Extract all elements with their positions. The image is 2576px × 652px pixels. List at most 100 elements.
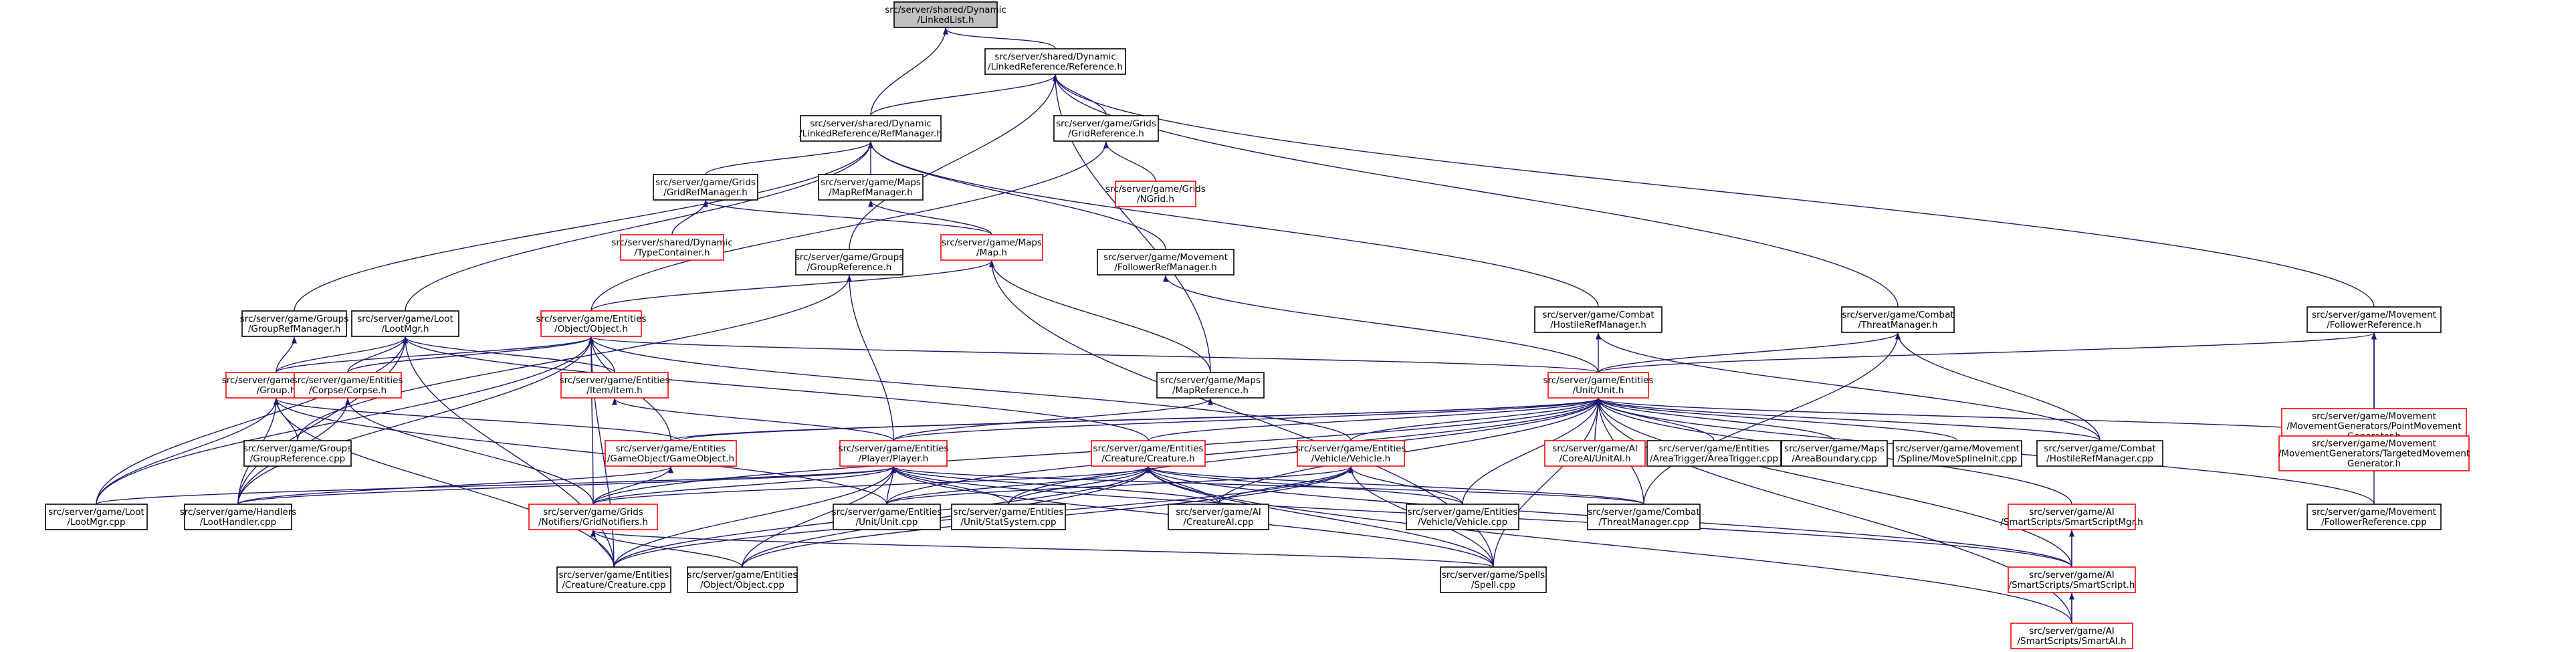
node-followerrefmgr[interactable]: src/server/game/Movement/FollowerRefMana… bbox=[1097, 249, 1235, 276]
node-smartscripth[interactable]: src/server/game/AI/SmartScripts/SmartScr… bbox=[2008, 566, 2136, 593]
node-label-lootmgrh-line-1: /LootMgr.h bbox=[381, 324, 429, 334]
node-creaturecpp[interactable]: src/server/game/Entities/Creature/Creatu… bbox=[556, 566, 671, 593]
node-label-statsystemcpp-line-1: /Unit/StatSystem.cpp bbox=[960, 517, 1056, 528]
node-label-gridrefmgr-line-1: /GridRefManager.h bbox=[663, 187, 748, 198]
node-label-objectcpp-line-1: /Object/Object.cpp bbox=[700, 580, 784, 590]
node-label-vehiclecpp-line-1: /Vehicle/Vehicle.cpp bbox=[1418, 517, 1508, 528]
node-creatureh[interactable]: src/server/game/Entities/Creature/Creatu… bbox=[1091, 440, 1206, 467]
node-box-vehiclecpp bbox=[1406, 504, 1519, 530]
node-box-hostilerefmgrcpp bbox=[2036, 440, 2163, 467]
node-areaboundarycpp[interactable]: src/server/game/Maps/AreaBoundary.cpp bbox=[1781, 440, 1888, 467]
node-movesplinecpp[interactable]: src/server/game/Movement/Spline/MoveSpli… bbox=[1893, 440, 2022, 467]
node-box-threatmgrh bbox=[1841, 306, 1955, 333]
edge-lootmgrcpp-to-objecth bbox=[96, 336, 594, 505]
node-hostilerefmgrcpp[interactable]: src/server/game/Combat/HostileRefManager… bbox=[2036, 440, 2163, 467]
node-ngrid[interactable]: src/server/game/Grids/NGrid.h bbox=[1105, 181, 1206, 207]
node-smartscriptmgrh[interactable]: src/server/game/AI/SmartScripts/SmartScr… bbox=[2000, 504, 2143, 530]
node-targetedmovgen[interactable]: src/server/game/Movement/MovementGenerat… bbox=[2278, 435, 2470, 471]
node-label-grouprefmgr-line-0: src/server/game/Groups bbox=[240, 314, 349, 324]
node-maprefmgr[interactable]: src/server/game/Maps/MapRefManager.h bbox=[818, 174, 924, 201]
node-label-objecth-line-1: /Object/Object.h bbox=[554, 324, 628, 334]
node-label-targetedmovgen-line-0: src/server/game/Movement bbox=[2312, 439, 2436, 449]
edge-objecth-to-gridref bbox=[591, 141, 1109, 312]
node-box-unitaih bbox=[1544, 440, 1646, 467]
node-objecth[interactable]: src/server/game/Entities/Object/Object.h bbox=[536, 310, 647, 337]
edge-gridnotifiersh-to-playerh bbox=[593, 466, 896, 505]
node-label-unith-line-1: /Unit/Unit.h bbox=[1573, 385, 1624, 396]
node-lootmgrh[interactable]: src/server/game/Loot/LootMgr.h bbox=[351, 310, 459, 337]
node-threatmgrh[interactable]: src/server/game/Combat/ThreatManager.h bbox=[1841, 306, 1955, 333]
node-gridrefmgr[interactable]: src/server/game/Grids/GridRefManager.h bbox=[653, 174, 758, 201]
node-playerh[interactable]: src/server/game/Entities/Player/Player.h bbox=[839, 440, 949, 467]
node-unitcpp[interactable]: src/server/game/Entities/Unit/Unit.cpp bbox=[832, 504, 942, 530]
node-hostilerefmgrh[interactable]: src/server/game/Combat/HostileRefManager… bbox=[1534, 306, 1662, 333]
node-gameobjecth[interactable]: src/server/game/Entities/GameObject/Game… bbox=[605, 440, 737, 467]
edge-targetedmovgen-to-unith bbox=[1596, 398, 2375, 437]
node-unith[interactable]: src/server/game/Entities/Unit/Unit.h bbox=[1543, 372, 1654, 399]
node-box-followerrefcpp bbox=[2306, 504, 2442, 530]
node-gridnotifiersh[interactable]: src/server/game/Grids/Notifiers/GridNoti… bbox=[528, 504, 658, 530]
node-box-gridref bbox=[1053, 115, 1159, 142]
node-linkedref[interactable]: src/server/shared/Dynamic/LinkedReferenc… bbox=[984, 48, 1126, 75]
node-groupref[interactable]: src/server/game/Groups/GroupReference.h bbox=[795, 249, 904, 276]
node-creatureaicpp[interactable]: src/server/game/AI/CreatureAI.cpp bbox=[1168, 504, 1269, 530]
node-objectcpp[interactable]: src/server/game/Entities/Object/Object.c… bbox=[687, 566, 798, 593]
node-threatmgrcpp[interactable]: src/server/game/Combat/ThreatManager.cpp bbox=[1587, 504, 1701, 530]
node-label-gridref-line-1: /GridReference.h bbox=[1068, 128, 1144, 139]
node-lootmgrcpp[interactable]: src/server/game/Loot/LootMgr.cpp bbox=[45, 504, 148, 530]
node-label-lootmgrh-line-0: src/server/game/Loot bbox=[357, 314, 453, 324]
node-label-areatriggercpp-line-0: src/server/game/Entities bbox=[1659, 443, 1769, 454]
node-label-corpseh-line-1: /Corpse/Corpse.h bbox=[309, 385, 387, 396]
node-label-creatureh-line-1: /Creature/Creature.h bbox=[1101, 453, 1194, 464]
node-vehiclecpp[interactable]: src/server/game/Entities/Vehicle/Vehicle… bbox=[1406, 504, 1519, 530]
edge-unitcpp-to-grouph bbox=[274, 398, 887, 505]
node-box-vehicleh bbox=[1297, 440, 1405, 467]
node-label-mapmap-line-0: src/server/game/Maps bbox=[942, 237, 1042, 248]
node-unitaih[interactable]: src/server/game/AI/CoreAI/UnitAI.h bbox=[1544, 440, 1646, 467]
node-box-unith bbox=[1547, 372, 1649, 399]
node-box-areatriggercpp bbox=[1646, 440, 1782, 467]
edge-lootmgrcpp-to-grouph bbox=[96, 398, 279, 505]
node-box-lootmgrh bbox=[351, 310, 459, 337]
node-label-hostilerefmgrh-line-1: /HostileRefManager.h bbox=[1550, 320, 1646, 330]
node-box-spellcpp bbox=[1440, 566, 1547, 593]
node-box-followerrefh bbox=[2306, 306, 2442, 333]
edge-mapref-to-mapmap bbox=[989, 260, 1211, 373]
node-label-creaturecpp-line-0: src/server/game/Entities bbox=[559, 570, 669, 580]
node-label-mapref-line-0: src/server/game/Maps bbox=[1160, 375, 1261, 386]
edge-linkedref-to-linkedlist bbox=[943, 27, 1056, 49]
node-smartaih[interactable]: src/server/game/AI/SmartScripts/SmartAI.… bbox=[2010, 623, 2133, 649]
edge-refmgr-to-linkedlist bbox=[870, 27, 948, 116]
node-corpseh[interactable]: src/server/game/Entities/Corpse/Corpse.h bbox=[293, 372, 403, 399]
node-refmgr[interactable]: src/server/shared/Dynamic/LinkedReferenc… bbox=[799, 115, 942, 142]
edge-refmgr-to-linkedref bbox=[870, 74, 1058, 116]
edge-creaturecpp-to-objecth bbox=[588, 336, 615, 568]
edge-lootmgrh-to-refmgr bbox=[405, 141, 873, 312]
edge-ngrid-to-gridref bbox=[1103, 141, 1156, 182]
node-label-followerrefh-line-1: /FollowerReference.h bbox=[2327, 320, 2422, 330]
node-label-statsystemcpp-line-0: src/server/game/Entities bbox=[954, 507, 1064, 518]
node-mapref[interactable]: src/server/game/Maps/MapReference.h bbox=[1156, 372, 1265, 399]
node-grouprefmgr[interactable]: src/server/game/Groups/GroupRefManager.h bbox=[240, 310, 349, 337]
edge-gameobjecth-to-unith bbox=[670, 398, 1601, 441]
node-followerrefh[interactable]: src/server/game/Movement/FollowerReferen… bbox=[2306, 306, 2442, 333]
node-label-gridrefmgr-line-0: src/server/game/Grids bbox=[655, 177, 756, 188]
edge-itemh-to-lootmgrh bbox=[403, 336, 615, 373]
node-gridref[interactable]: src/server/game/Grids/GridReference.h bbox=[1053, 115, 1159, 142]
node-statsystemcpp[interactable]: src/server/game/Entities/Unit/StatSystem… bbox=[951, 504, 1066, 530]
node-loothandlercpp[interactable]: src/server/game/Handlers/LootHandler.cpp bbox=[180, 504, 297, 530]
node-box-unitcpp bbox=[833, 504, 941, 530]
node-itemh[interactable]: src/server/game/Entities/Item/Item.h bbox=[560, 372, 670, 399]
edge-creatureaicpp-to-unith bbox=[1218, 398, 1601, 505]
node-typecontainer[interactable]: src/server/shared/Dynamic/TypeContainer.… bbox=[611, 234, 733, 261]
node-vehicleh[interactable]: src/server/game/Entities/Vehicle/Vehicle… bbox=[1296, 440, 1406, 467]
node-label-smartscriptmgrh-line-1: /SmartScripts/SmartScriptMgr.h bbox=[2000, 517, 2143, 528]
node-grouprefcpp[interactable]: src/server/game/Groups/GroupReference.cp… bbox=[243, 440, 352, 467]
node-box-refmgr bbox=[800, 115, 942, 142]
node-label-ngrid-line-0: src/server/game/Grids bbox=[1105, 184, 1206, 195]
node-spellcpp[interactable]: src/server/game/Spells/Spell.cpp bbox=[1440, 566, 1547, 593]
node-label-gridnotifiersh-line-1: /Notifiers/GridNotifiers.h bbox=[538, 517, 648, 528]
node-areatriggercpp[interactable]: src/server/game/Entities/AreaTrigger/Are… bbox=[1646, 440, 1782, 467]
node-followerrefcpp[interactable]: src/server/game/Movement/FollowerReferen… bbox=[2306, 504, 2442, 530]
node-mapmap[interactable]: src/server/game/Maps/Map.h bbox=[940, 234, 1043, 261]
